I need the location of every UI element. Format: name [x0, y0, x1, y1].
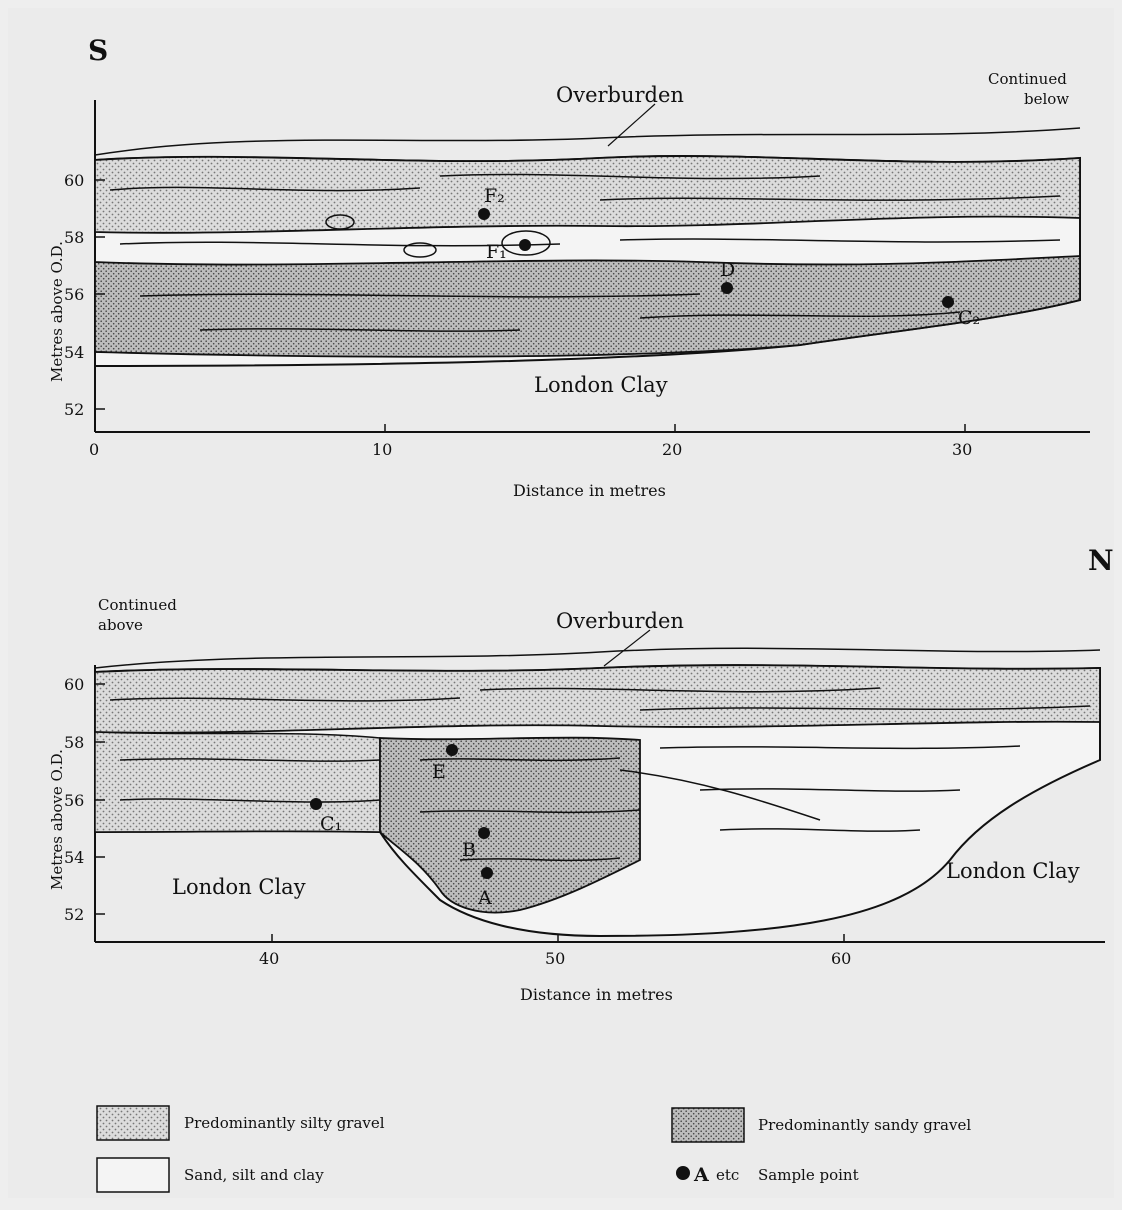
bottom-xtick-60: 60 — [831, 949, 851, 968]
sample-label-f1: F₁ — [486, 241, 507, 263]
bottom-ytick-56: 56 — [64, 791, 84, 810]
sample-point-f1 — [519, 239, 531, 251]
top-continued-line1: Continued — [988, 70, 1067, 88]
top-ytick-58: 58 — [64, 228, 84, 247]
legend-sandy-gravel: Predominantly sandy gravel — [758, 1116, 971, 1134]
legend-swatch-sandy-gravel — [672, 1108, 744, 1142]
legend-sand-silt-clay: Sand, silt and clay — [184, 1166, 324, 1184]
sample-label-e: E — [432, 761, 446, 783]
legend-sample-point-marker — [676, 1166, 690, 1180]
sample-label-d: D — [720, 259, 735, 281]
bottom-xtick-50: 50 — [545, 949, 565, 968]
top-overburden-label: Overburden — [556, 83, 684, 107]
top-continued-line2: below — [1024, 90, 1069, 108]
bottom-continued-line1: Continued — [98, 596, 177, 614]
top-direction-label: S — [88, 34, 108, 67]
bottom-ytick-58: 58 — [64, 733, 84, 752]
sample-point-d — [721, 282, 733, 294]
sample-point-b — [478, 827, 490, 839]
bottom-ytick-54: 54 — [64, 848, 84, 867]
top-y-axis-label: Metres above O.D. — [48, 241, 66, 382]
bottom-london-clay-right: London Clay — [946, 859, 1080, 883]
top-ytick-56: 56 — [64, 285, 84, 304]
sample-label-c1: C₁ — [320, 813, 342, 835]
top-ytick-60: 60 — [64, 171, 84, 190]
sample-point-a — [481, 867, 493, 879]
top-xtick-10: 10 — [372, 440, 392, 459]
bottom-london-clay-left: London Clay — [172, 875, 306, 899]
sample-label-c2: C₂ — [958, 307, 980, 329]
bottom-ytick-52: 52 — [64, 905, 84, 924]
legend-silty-gravel: Predominantly silty gravel — [184, 1114, 385, 1132]
sample-point-f2 — [478, 208, 490, 220]
bottom-ytick-60: 60 — [64, 675, 84, 694]
top-xtick-30: 30 — [952, 440, 972, 459]
top-london-clay-label: London Clay — [534, 373, 668, 397]
sample-point-e — [446, 744, 458, 756]
sample-point-c2 — [942, 296, 954, 308]
bottom-y-axis-label: Metres above O.D. — [48, 749, 66, 890]
bottom-direction-label: N — [1088, 544, 1114, 577]
sample-point-c1 — [310, 798, 322, 810]
sample-label-a: A — [477, 887, 492, 909]
top-x-axis-label: Distance in metres — [513, 481, 666, 500]
bottom-continued-line2: above — [98, 616, 143, 634]
legend-swatch-silty-gravel — [97, 1106, 169, 1140]
bottom-xtick-40: 40 — [259, 949, 279, 968]
legend-sample-etc: etc — [716, 1166, 739, 1184]
top-xtick-0: 0 — [89, 440, 99, 459]
sample-label-b: B — [462, 839, 476, 861]
bottom-x-axis-label: Distance in metres — [520, 985, 673, 1004]
top-xtick-20: 20 — [662, 440, 682, 459]
legend-sample-point: Sample point — [758, 1166, 859, 1184]
bottom-overburden-label: Overburden — [556, 609, 684, 633]
legend-swatch-sand-silt-clay — [97, 1158, 169, 1192]
top-ytick-54: 54 — [64, 343, 84, 362]
legend-sample-letter: A — [693, 1164, 709, 1186]
top-ytick-52: 52 — [64, 400, 84, 419]
sample-label-f2: F₂ — [484, 185, 505, 207]
